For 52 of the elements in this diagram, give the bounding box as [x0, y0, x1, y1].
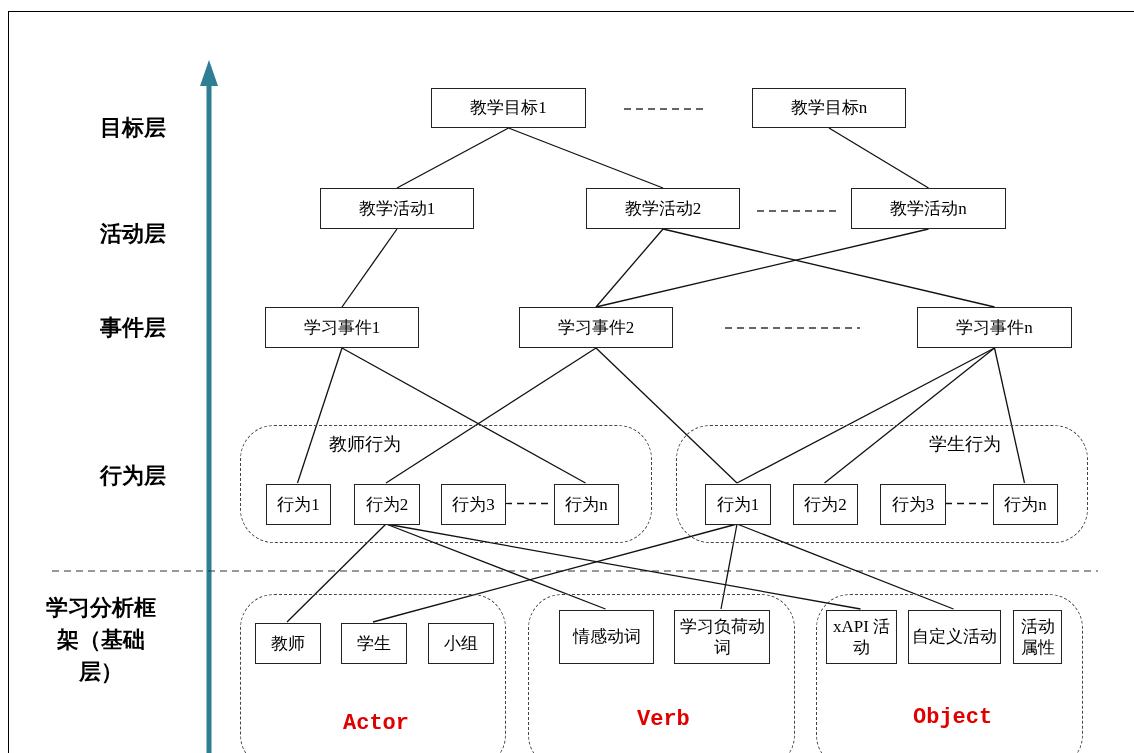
process-box: 学生 [341, 623, 407, 664]
connector-line [720, 523, 738, 610]
process-box: 行为3 [441, 484, 506, 525]
connector-line [662, 228, 996, 308]
layer-label: 目标层 [99, 114, 167, 142]
connector-line [823, 347, 996, 484]
process-box: 教师 [255, 623, 321, 664]
layer-label: 学习分析框架（基础层） [45, 594, 158, 686]
process-box: 行为2 [793, 484, 858, 525]
connector-line [736, 347, 996, 484]
process-box: 教学活动2 [586, 188, 740, 229]
process-box: 行为1 [266, 484, 331, 525]
connector-line [595, 228, 930, 308]
connector-line [385, 347, 597, 484]
group-title: Object [913, 705, 993, 730]
process-box: 行为3 [880, 484, 946, 525]
connector-line [286, 523, 387, 623]
process-box: 学习事件n [917, 307, 1072, 348]
process-box: 教学活动n [851, 188, 1006, 229]
process-box: 行为n [993, 484, 1058, 525]
layer-label: 活动层 [99, 220, 167, 248]
process-box: 小组 [428, 623, 494, 664]
process-box: 行为2 [354, 484, 420, 525]
group-title: 学生行为 [929, 433, 1001, 456]
group-title: Actor [343, 711, 409, 736]
process-box: 学习负荷动词 [674, 610, 770, 664]
connector-line [507, 127, 664, 189]
connector-line [828, 127, 930, 189]
connector-line [595, 228, 664, 308]
process-box: 行为n [554, 484, 619, 525]
connector-line [296, 347, 343, 484]
layer-label: 行为层 [98, 462, 167, 490]
process-box: 活动属性 [1013, 610, 1062, 664]
group-title: 教师行为 [329, 433, 401, 456]
process-box: 教学活动1 [320, 188, 474, 229]
connector-line [595, 347, 738, 484]
process-box: 学习事件2 [519, 307, 673, 348]
connector-line [396, 127, 510, 189]
process-box: 教学目标1 [431, 88, 586, 128]
connector-line [341, 347, 587, 484]
process-box: xAPI 活动 [826, 610, 897, 664]
connector-line [993, 347, 1026, 484]
process-box: 行为1 [705, 484, 771, 525]
group-title: Verb [637, 707, 690, 732]
layer-label: 事件层 [99, 314, 167, 342]
process-box: 情感动词 [559, 610, 654, 664]
process-box: 教学目标n [752, 88, 906, 128]
process-box: 学习事件1 [265, 307, 419, 348]
process-box: 自定义活动 [908, 610, 1001, 664]
group-container [676, 425, 1088, 543]
connector-line [341, 228, 398, 308]
group-container [240, 425, 652, 543]
